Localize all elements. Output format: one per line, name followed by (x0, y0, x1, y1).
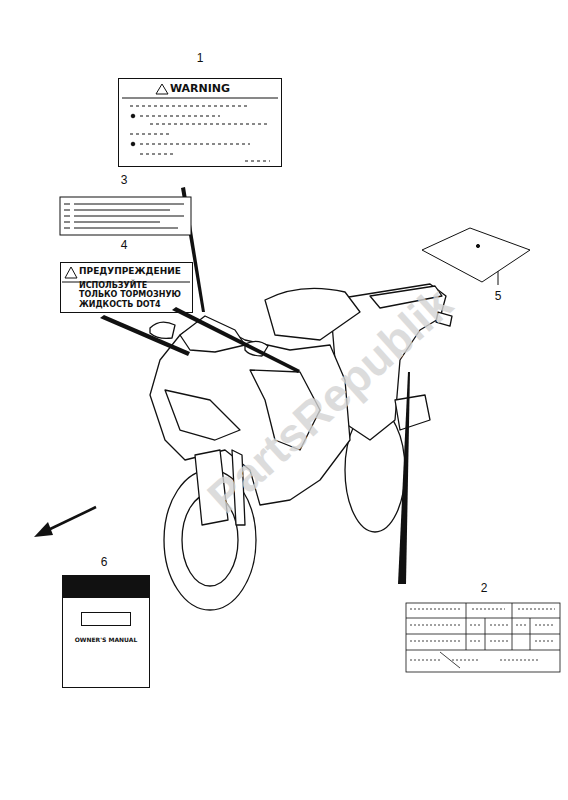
warning-label: WARNING (118, 78, 282, 167)
mirror (150, 322, 175, 338)
fairing-panel (165, 390, 240, 440)
leader-line (398, 372, 410, 584)
label-3 (60, 197, 191, 235)
front-arrow (34, 507, 96, 537)
manual-title-box (81, 612, 131, 626)
label-heading: WARNING (123, 82, 277, 95)
owners-manual: OWNER'S MANUAL (62, 575, 150, 688)
label-5-sheet (422, 228, 530, 282)
label-body: ИСПОЛЬЗУЙТЕ ТОЛЬКО ТОРМОЗНУЮ ЖИДКОСТЬ DO… (79, 281, 183, 310)
callout-number: 4 (121, 238, 128, 252)
fuel-tank (265, 288, 360, 340)
windshield (180, 316, 245, 352)
label-1-lines (122, 84, 278, 161)
callout-number: 5 (495, 289, 502, 303)
callout-number: 6 (101, 555, 108, 569)
callout-number: 2 (481, 581, 488, 595)
label-4-lines (62, 267, 190, 282)
manual-cover-band (63, 576, 149, 598)
leader-line (100, 315, 190, 356)
exhaust (395, 395, 430, 430)
callout-number: 3 (121, 173, 128, 187)
label-heading: OWNER'S MANUAL (63, 636, 149, 643)
label-heading: ПРЕДУПРЕЖДЕНИЕ (79, 266, 189, 277)
label-2-table (406, 603, 560, 672)
leader-line (172, 307, 300, 373)
brake-fluid-label: ПРЕДУПРЕЖДЕНИЕ ИСПОЛЬЗУЙТЕ ТОЛЬКО ТОРМОЗН… (60, 262, 193, 313)
callout-number: 1 (197, 51, 204, 65)
